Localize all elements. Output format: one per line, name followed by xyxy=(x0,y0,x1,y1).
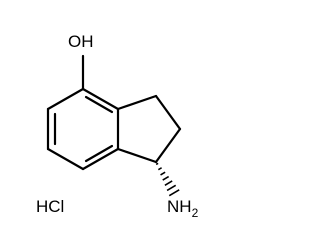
double-bond-inner-c7a-c7 xyxy=(84,144,114,163)
wedge-hash-line xyxy=(160,171,166,176)
hashed-wedge-bond xyxy=(155,162,180,197)
counterion-label: HCl xyxy=(36,197,64,216)
bond-c3-c2 xyxy=(154,94,182,131)
bond-c1-c7a xyxy=(116,147,158,164)
hydroxyl-label: OH xyxy=(68,32,94,51)
bond-c7-c6 xyxy=(46,147,85,171)
amine-label-subscript: 2 xyxy=(192,206,199,220)
bond-c4-c3a xyxy=(81,87,120,111)
bond-c7a-c7 xyxy=(81,147,120,171)
bond-c3a-c3 xyxy=(116,94,158,111)
bond-c5-c4 xyxy=(46,87,85,111)
bond-layer xyxy=(46,54,182,171)
wedge-hash-line xyxy=(155,162,159,166)
bond-c2-c1 xyxy=(154,127,182,164)
structure-diagram: OH NH2 HCl xyxy=(36,32,199,220)
wedge-hash-line xyxy=(164,180,173,186)
double-bond-inner-c4-c3a xyxy=(84,95,114,114)
wedge-hash-line xyxy=(166,184,177,192)
amine-label-main: NH xyxy=(167,197,192,216)
wedge-hash-line xyxy=(157,167,163,171)
amine-label: NH2 xyxy=(167,197,199,220)
wedge-hash-line xyxy=(162,175,170,181)
wedge-hash-line xyxy=(168,189,180,197)
